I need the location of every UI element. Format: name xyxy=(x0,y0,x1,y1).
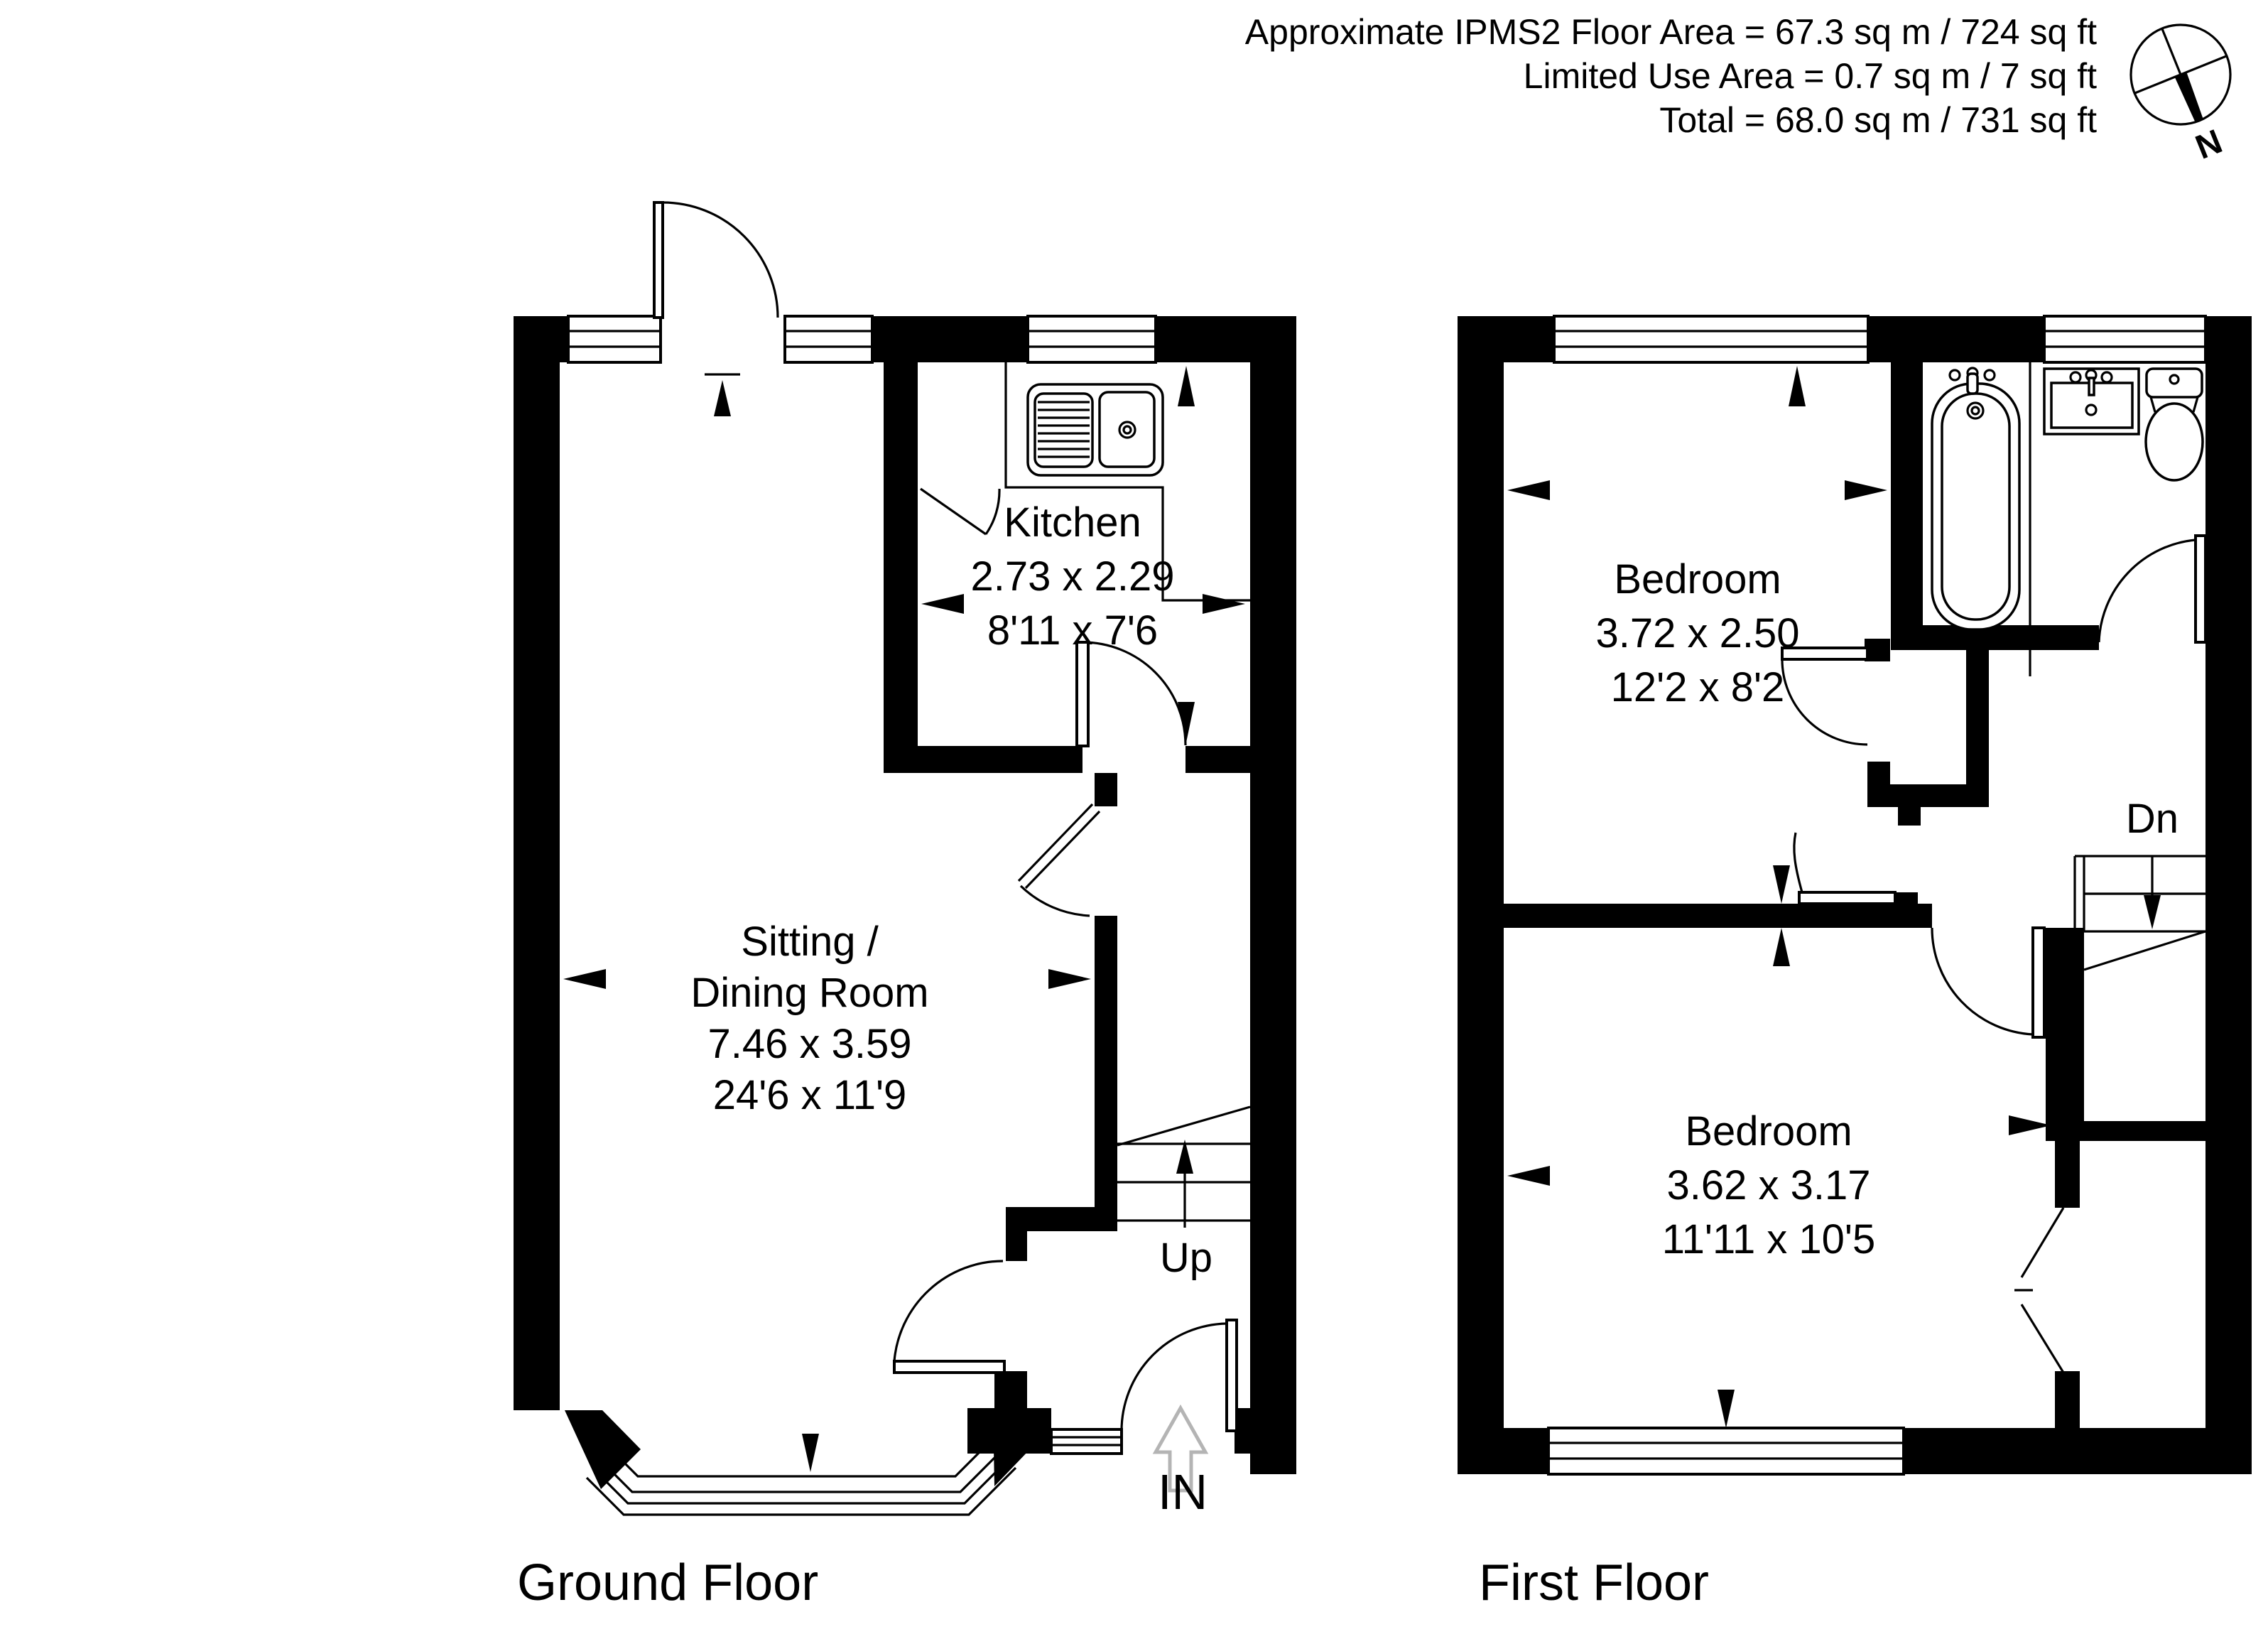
kitchen-sink-icon xyxy=(1004,362,1250,602)
bedroom2-dims-metric: 3.62 x 3.17 xyxy=(1667,1162,1871,1208)
ff-stair-wall xyxy=(2046,928,2084,1123)
kitchen-label: Kitchen 2.73 x 2.29 8'11 x 7'6 xyxy=(971,499,1175,654)
sink-basin xyxy=(1098,391,1156,468)
ff-bedroom2-window xyxy=(1547,1427,1905,1476)
ff-left-wall xyxy=(1458,316,1504,1474)
ff-bedroom1-door xyxy=(1781,647,1869,746)
bedroom1-dims-metric: 3.72 x 2.50 xyxy=(1596,610,1800,656)
limited-use-text: Limited Use Area = 0.7 sq m / 7 sq ft xyxy=(1524,56,2097,96)
stairs-down-label: Dn xyxy=(2126,796,2179,842)
total-area-text: Total = 68.0 sq m / 731 sq ft xyxy=(1659,100,2097,140)
gf-sitting-hall-door-lower xyxy=(893,1260,1006,1374)
gf-kitchen-window xyxy=(1026,315,1157,364)
gf-kitchen-door xyxy=(1075,641,1187,747)
ipms2-area-text: Approximate IPMS2 Floor Area = 67.3 sq m… xyxy=(1245,12,2097,52)
first-floor-plan: Dn Bedroom 3.72 x 2.50 12'2 x 8'2 Bedroo… xyxy=(1458,315,2252,1611)
bay-window xyxy=(565,1410,1030,1516)
gf-sitting-hall-door-upper xyxy=(1017,803,1101,917)
ground-floor-title: Ground Floor xyxy=(517,1554,818,1611)
gf-window-top-left xyxy=(567,315,662,364)
entrance-arrow-icon xyxy=(1152,1404,1209,1493)
ff-bedroom2-door xyxy=(1931,926,2046,1039)
stairs-up: Up xyxy=(1117,1105,1251,1281)
gf-pantry-door xyxy=(920,487,1001,536)
bedroom1-label: Bedroom 3.72 x 2.50 12'2 x 8'2 xyxy=(1596,556,1800,710)
gf-left-wall xyxy=(514,316,560,1410)
ff-closet-bifold xyxy=(2014,1207,2065,1373)
sitting-name-1: Sitting / xyxy=(741,919,879,965)
ff-bathroom-west-wall xyxy=(1891,362,1923,625)
bath-icon xyxy=(1931,367,2021,631)
sitting-dims-imperial: 24'6 x 11'9 xyxy=(713,1072,907,1118)
bedroom1-name: Bedroom xyxy=(1614,556,1781,602)
kitchen-dims-imperial: 8'11 x 7'6 xyxy=(987,607,1158,654)
bedroom2-name: Bedroom xyxy=(1685,1108,1852,1154)
ff-bathroom-window xyxy=(2043,315,2207,364)
sitting-room-label: Sitting / Dining Room 7.46 x 3.59 24'6 x… xyxy=(690,919,928,1118)
north-label: N xyxy=(2191,123,2228,167)
bedroom1-dims-imperial: 12'2 x 8'2 xyxy=(1611,664,1785,710)
entrance-label: IN xyxy=(1158,1464,1208,1520)
drainer-lines xyxy=(1038,401,1090,458)
kitchen-dims-metric: 2.73 x 2.29 xyxy=(971,553,1175,600)
sitting-dims-metric: 7.46 x 3.59 xyxy=(708,1021,912,1067)
ff-right-wall xyxy=(2205,316,2252,1474)
area-summary: Approximate IPMS2 Floor Area = 67.3 sq m… xyxy=(1245,12,2097,140)
gf-right-wall xyxy=(1250,316,1296,1474)
stairs-down: Dn xyxy=(2073,796,2206,971)
gf-window-top-mid xyxy=(783,315,874,364)
ff-bedroom-divider-wall xyxy=(1504,904,1932,928)
stairs-up-label: Up xyxy=(1160,1235,1212,1281)
ff-closet-north-wall xyxy=(2046,1121,2216,1141)
gf-hall-wall xyxy=(1095,916,1117,1207)
kitchen-name: Kitchen xyxy=(1004,499,1141,546)
compass-icon: N xyxy=(2129,23,2232,167)
ff-bathroom-south-wall xyxy=(1891,625,2099,650)
compass-needle xyxy=(2174,72,2203,123)
ff-dimension-arrows xyxy=(1507,366,2051,1428)
first-floor-title: First Floor xyxy=(1479,1554,1709,1611)
gf-window-bottom xyxy=(1050,1428,1123,1455)
ff-bathroom-door xyxy=(2098,534,2207,644)
bedroom2-dims-imperial: 11'11 x 10'5 xyxy=(1662,1216,1876,1262)
gf-kitchen-west-wall xyxy=(884,362,918,773)
sitting-name-2: Dining Room xyxy=(690,970,928,1016)
gf-entrance-door xyxy=(1120,1319,1238,1432)
gf-dimension-arrows xyxy=(563,366,1245,1472)
basin-icon xyxy=(2043,367,2140,436)
toilet-icon xyxy=(2144,367,2204,482)
gf-back-door xyxy=(653,201,779,319)
ff-bedroom1-window xyxy=(1553,315,1870,364)
ff-corridor-door-leaf xyxy=(1793,832,1897,905)
bedroom2-label: Bedroom 3.62 x 3.17 11'11 x 10'5 xyxy=(1662,1108,1876,1262)
ground-floor-plan: Up IN xyxy=(514,201,1296,1611)
